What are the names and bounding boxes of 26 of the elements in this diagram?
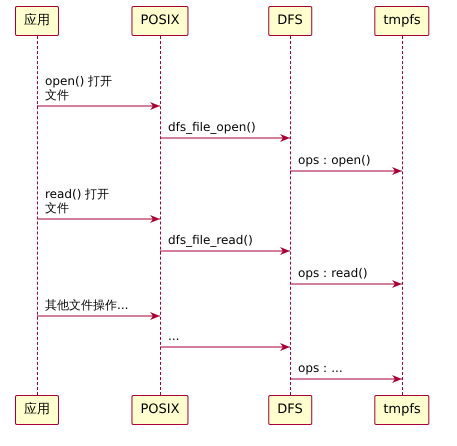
message-arrow	[36, 102, 160, 110]
message-label: dfs_file_read()	[168, 233, 253, 247]
message-label: ops：open()	[298, 153, 371, 167]
message-arrow	[36, 215, 160, 223]
lifeline	[402, 36, 403, 395]
lifeline	[37, 36, 38, 395]
lifeline	[290, 36, 291, 395]
participant-box: 应用	[15, 6, 59, 36]
participant-box: POSIX	[131, 6, 189, 36]
message-arrow	[290, 280, 402, 288]
participant-box: tmpfs	[374, 6, 430, 36]
message-arrow	[160, 247, 290, 255]
message-arrow	[36, 312, 160, 320]
participant-box: DFS	[268, 6, 312, 36]
message-arrow	[290, 167, 402, 175]
message-arrow	[160, 343, 290, 351]
participant-box: DFS	[268, 395, 312, 425]
message-label: ops：read()	[298, 266, 368, 280]
message-arrow	[160, 134, 290, 142]
lifeline	[160, 36, 161, 395]
participant-box: tmpfs	[374, 395, 430, 425]
participant-box: 应用	[15, 395, 59, 425]
message-label: 其他文件操作...	[45, 298, 128, 312]
participant-box: POSIX	[131, 395, 189, 425]
message-arrow	[290, 375, 402, 383]
message-label: dfs_file_open()	[168, 120, 256, 134]
